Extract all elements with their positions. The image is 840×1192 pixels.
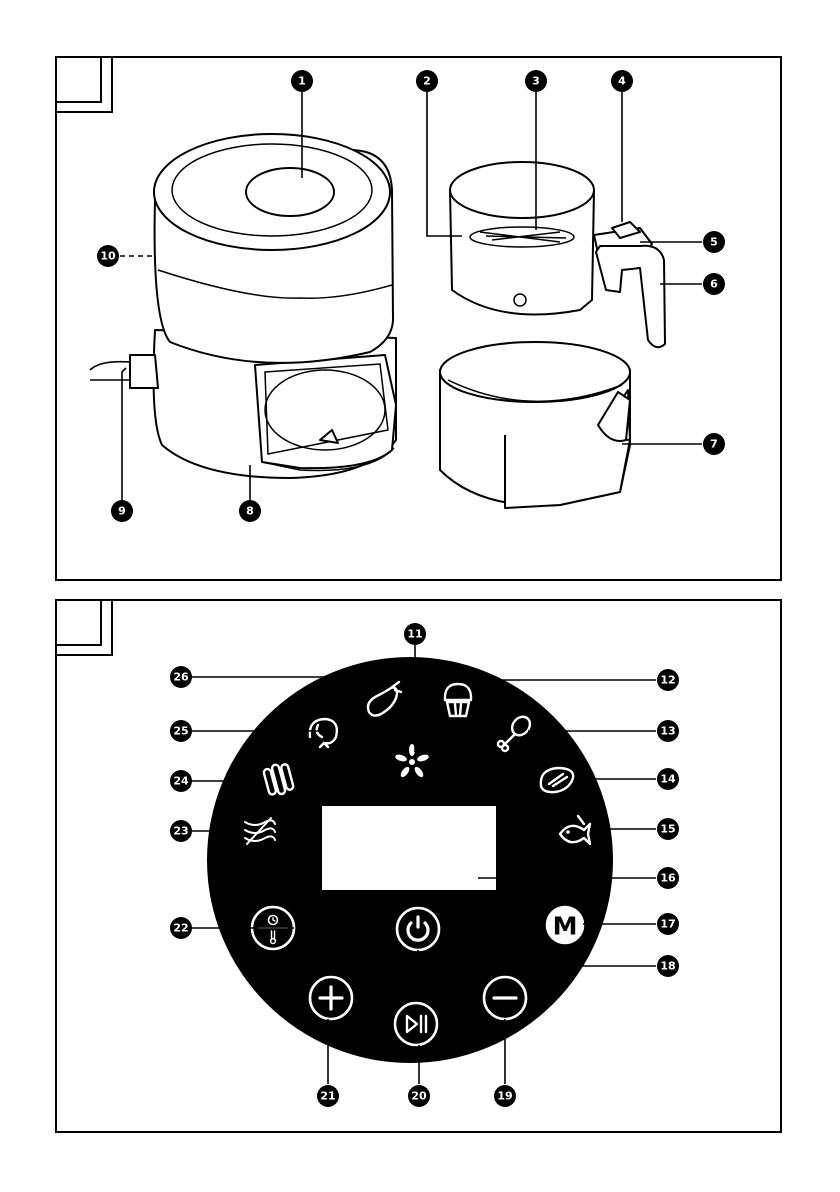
callout-15: 15 (657, 818, 679, 840)
svg-text:24: 24 (173, 775, 189, 788)
menu-button[interactable]: M (547, 907, 583, 943)
svg-text:17: 17 (660, 918, 675, 931)
basket-handle (596, 246, 665, 347)
callout-7: 7 (703, 433, 725, 455)
callout-20: 20 (408, 1085, 430, 1107)
callout-3: 3 (525, 70, 547, 92)
svg-text:6: 6 (710, 278, 718, 291)
svg-text:5: 5 (710, 236, 718, 249)
svg-text:12: 12 (660, 674, 675, 687)
callout-6: 6 (703, 273, 725, 295)
svg-text:8: 8 (246, 505, 254, 518)
callout-5: 5 (703, 231, 725, 253)
svg-text:2: 2 (423, 75, 431, 88)
callout-8: 8 (239, 500, 261, 522)
figure-b-panel: M (56, 600, 781, 1132)
svg-text:4: 4 (618, 75, 626, 88)
callout-25: 25 (170, 720, 192, 742)
svg-text:3: 3 (532, 75, 540, 88)
control-panel-display (246, 168, 334, 216)
callout-11: 11 (404, 623, 426, 645)
svg-text:26: 26 (173, 671, 189, 684)
callout-24: 24 (170, 770, 192, 792)
callout-9: 9 (111, 500, 133, 522)
callout-19: 19 (494, 1085, 516, 1107)
svg-text:20: 20 (411, 1090, 427, 1103)
callout-22: 22 (170, 917, 192, 939)
cord-block (130, 355, 158, 388)
basket-rim (450, 162, 594, 218)
display-window (322, 806, 496, 890)
svg-text:22: 22 (173, 922, 188, 935)
callout-23: 23 (170, 820, 192, 842)
svg-text:15: 15 (660, 823, 675, 836)
leader-9 (122, 368, 126, 500)
svg-text:1: 1 (298, 75, 306, 88)
svg-text:M: M (553, 912, 578, 941)
pan-rim (440, 342, 630, 402)
frying-pan (440, 342, 630, 508)
callout-17: 17 (657, 913, 679, 935)
svg-text:14: 14 (660, 773, 676, 786)
callout-26: 26 (170, 666, 192, 688)
air-fryer-housing (90, 134, 396, 478)
svg-text:19: 19 (497, 1090, 512, 1103)
callout-18: 18 (657, 955, 679, 977)
basket (450, 162, 665, 347)
callout-16: 16 (657, 867, 679, 889)
callout-4: 4 (611, 70, 633, 92)
svg-text:11: 11 (407, 628, 422, 641)
svg-text:25: 25 (173, 725, 188, 738)
figure-b-number-box (56, 600, 101, 645)
figure-a-panel: 1 2 3 4 5 6 7 8 9 10 (56, 57, 781, 580)
callout-13: 13 (657, 720, 679, 742)
svg-text:9: 9 (118, 505, 126, 518)
svg-text:7: 7 (710, 438, 718, 451)
callout-12: 12 (657, 669, 679, 691)
callout-1: 1 (291, 70, 313, 92)
svg-text:18: 18 (660, 960, 675, 973)
figure-a-number-box (56, 57, 101, 102)
svg-text:23: 23 (173, 825, 188, 838)
svg-text:16: 16 (660, 872, 676, 885)
svg-text:13: 13 (660, 725, 675, 738)
pan-opening (255, 355, 396, 468)
power-cord (90, 362, 130, 370)
callout-10: 10 (97, 245, 119, 267)
callout-2: 2 (416, 70, 438, 92)
callout-14: 14 (657, 768, 679, 790)
svg-text:10: 10 (100, 250, 116, 263)
svg-text:21: 21 (320, 1090, 335, 1103)
callout-21: 21 (317, 1085, 339, 1107)
